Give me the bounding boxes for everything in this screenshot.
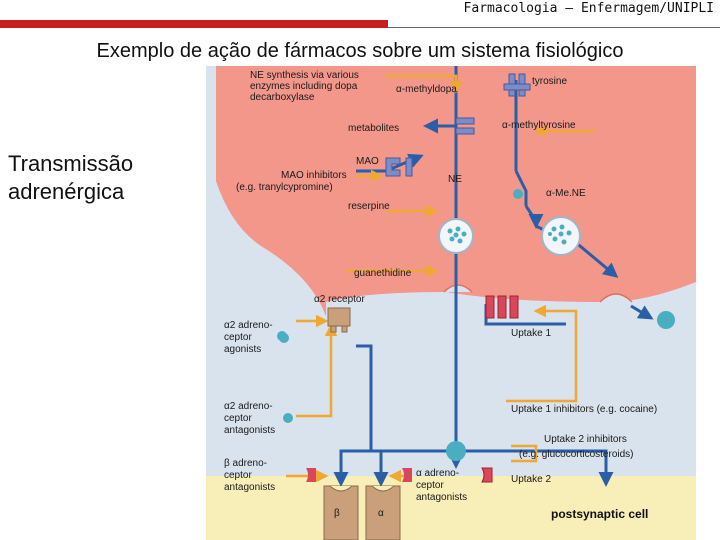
diffusion-right [630, 304, 654, 320]
alpha-receptor-shape [365, 485, 401, 540]
membrane-pocket-left [443, 284, 473, 293]
alpha-me-path [524, 205, 544, 229]
header: Farmacologia – Enfermagem/UNIPLI [0, 0, 720, 30]
label-guanethidine: guanethidine [354, 268, 412, 279]
label-alpha-antagonists-2: ceptor [416, 480, 444, 491]
side-caption: Transmissão adrenérgica [8, 150, 133, 206]
label-a2-antagonists-1: α2 adreno- [224, 401, 273, 412]
label-a2-antagonists-2: ceptor [224, 413, 252, 424]
a2-antagonist-arrow [296, 323, 338, 418]
label-methyldopa: α-methyldopa [396, 84, 457, 95]
label-a2-agonists-1: α2 adreno- [224, 320, 273, 331]
header-red-bar [0, 20, 388, 28]
uptake2-transporter [481, 467, 493, 483]
beta-antagonist-blocker [306, 468, 316, 482]
label-uptake1: Uptake 1 [511, 328, 551, 339]
uptake1-transporter [485, 295, 519, 319]
alpha-antagonist-blocker [402, 468, 412, 482]
label-uptake2-inhibitors-1: Uptake 2 inhibitors [544, 434, 627, 445]
label-mao: MAO [356, 156, 379, 167]
agonist-dot [279, 333, 289, 343]
label-ne: NE [448, 174, 462, 185]
label-beta-antagonists-3: antagonists [224, 482, 275, 493]
orange-drug-arrows [286, 74, 596, 483]
postsynaptic-cell [206, 476, 696, 540]
figure-margin [696, 66, 720, 540]
slide-title: Exemplo de ação de fármacos sobre um sis… [96, 40, 624, 62]
vesicle-left [438, 218, 474, 254]
label-a2-antagonists-3: antagonists [224, 425, 275, 436]
label-uptake2: Uptake 2 [511, 474, 551, 485]
label-methyltyrosine: α-methyltyrosine [502, 120, 576, 131]
label-a2-agonists-2: ceptor [224, 332, 252, 343]
presynaptic-neuron [206, 66, 696, 316]
label-postsynaptic-cell: postsynaptic cell [551, 507, 648, 521]
methyltyrosine-path [514, 170, 528, 206]
label-beta-antagonists-2: ceptor [224, 470, 252, 481]
beta-receptor-shape [323, 485, 359, 540]
label-ne-synthesis-3: decarboxylase [250, 92, 315, 103]
uptake1-inhibitor-arrow [506, 304, 578, 403]
ne-uptake2 [456, 449, 614, 487]
label-metabolites: metabolites [348, 123, 399, 134]
vesicle-transporter [455, 117, 475, 135]
methyldopa-arrow [386, 74, 463, 94]
adrenergic-synapse-diagram: NE synthesis via various enzymes includi… [206, 66, 720, 540]
uptake2-inhibitor-arrow [511, 444, 538, 463]
ne-molecule-3 [657, 311, 675, 329]
label-alpha2-receptor: α2 receptor [314, 294, 365, 305]
ne-molecule-1 [513, 189, 523, 199]
side-caption-line2: adrenérgica [8, 179, 125, 204]
label-ne-synthesis-1: NE synthesis via various [250, 70, 359, 81]
alpha2-receptor-shape [327, 307, 351, 333]
tyrosine-transporter [503, 73, 531, 97]
label-ne-synthesis-2: enzymes including dopa [250, 81, 358, 92]
label-tyrosine: tyrosine [532, 76, 567, 87]
label-uptake2-inhibitors-2: (e.g. glucocorticosteroids) [519, 449, 634, 460]
course-label: Farmacologia – Enfermagem/UNIPLI [463, 1, 714, 16]
label-beta-antagonists-1: β adreno- [224, 458, 267, 469]
label-uptake1-inhibitors: Uptake 1 inhibitors (e.g. cocaine) [511, 404, 657, 415]
antagonist-dot [283, 413, 293, 423]
label-beta-receptor: β [334, 508, 340, 519]
label-alpha-antagonists-3: antagonists [416, 492, 467, 503]
postsyn-alpha [373, 449, 456, 487]
label-alpha-receptor: α [378, 508, 384, 519]
ne-molecule-4 [446, 441, 466, 461]
vesicle-right [541, 216, 581, 256]
mao-enzyme [385, 157, 413, 177]
side-caption-line1: Transmissão [8, 151, 134, 176]
header-rule [388, 27, 720, 28]
label-alpha-antagonists-1: α adreno- [416, 468, 459, 479]
label-alpha-me-ne: α-Me.NE [546, 188, 586, 199]
label-reserpine: reserpine [348, 201, 390, 212]
label-mao-inhibitors: MAO inhibitors [281, 170, 347, 181]
label-a2-agonists-3: agonists [224, 344, 261, 355]
label-mao-example: (e.g. tranylcypromine) [236, 182, 333, 193]
membrane-pocket-right [599, 293, 633, 303]
